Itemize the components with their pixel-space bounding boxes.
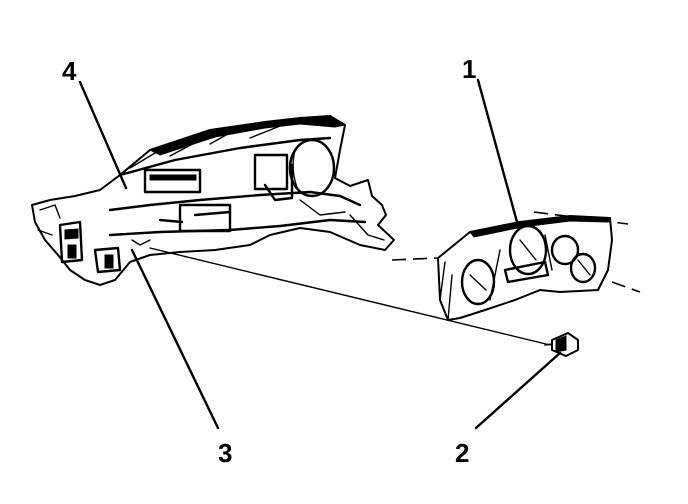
alignment-line-top [391, 257, 439, 261]
leader-line-4 [78, 80, 128, 190]
leader-line-3 [130, 248, 220, 430]
right-upper-gauge [550, 234, 580, 266]
right-lower-gauge [569, 252, 597, 284]
center-gauge [508, 224, 548, 276]
alignment-line-right [611, 281, 641, 293]
callout-1: 1 [462, 54, 476, 84]
callout-4: 4 [62, 56, 77, 86]
leader-line-2 [474, 351, 562, 430]
callout-3: 3 [218, 438, 232, 468]
instrument-cluster [437, 215, 613, 321]
callout-2: 2 [455, 438, 469, 468]
instrument-panel-carrier [31, 115, 395, 286]
alignment-line-top-right [533, 211, 629, 225]
fastener-alignment-line [149, 247, 551, 346]
leader-line-1 [476, 78, 519, 224]
screw-fastener [544, 332, 579, 357]
